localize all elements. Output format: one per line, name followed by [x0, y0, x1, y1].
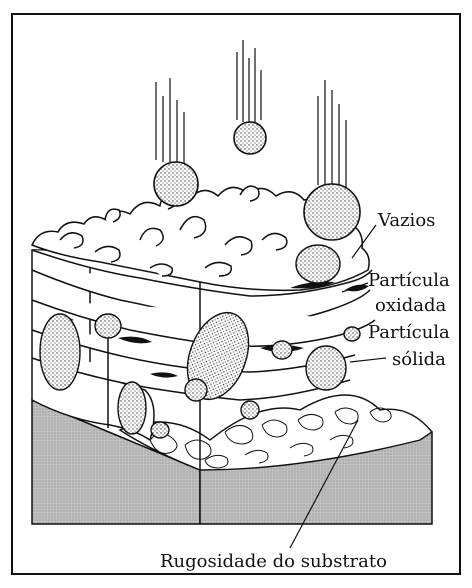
- droplet-center: [234, 40, 266, 154]
- label-rugosidade-substrato: Rugosidade do substrato: [160, 552, 387, 572]
- label-particula-oxidada-line2: oxidada: [375, 296, 446, 316]
- label-vazios: Vazios: [378, 211, 435, 231]
- droplet-right: [304, 80, 360, 240]
- droplet-left: [154, 78, 198, 206]
- label-particula-solida-line1: Partícula: [368, 323, 450, 343]
- label-particula-oxidada-line1: Partícula: [368, 271, 450, 291]
- leader-solida: [350, 358, 386, 362]
- label-particula-solida-line2: sólida: [392, 350, 446, 370]
